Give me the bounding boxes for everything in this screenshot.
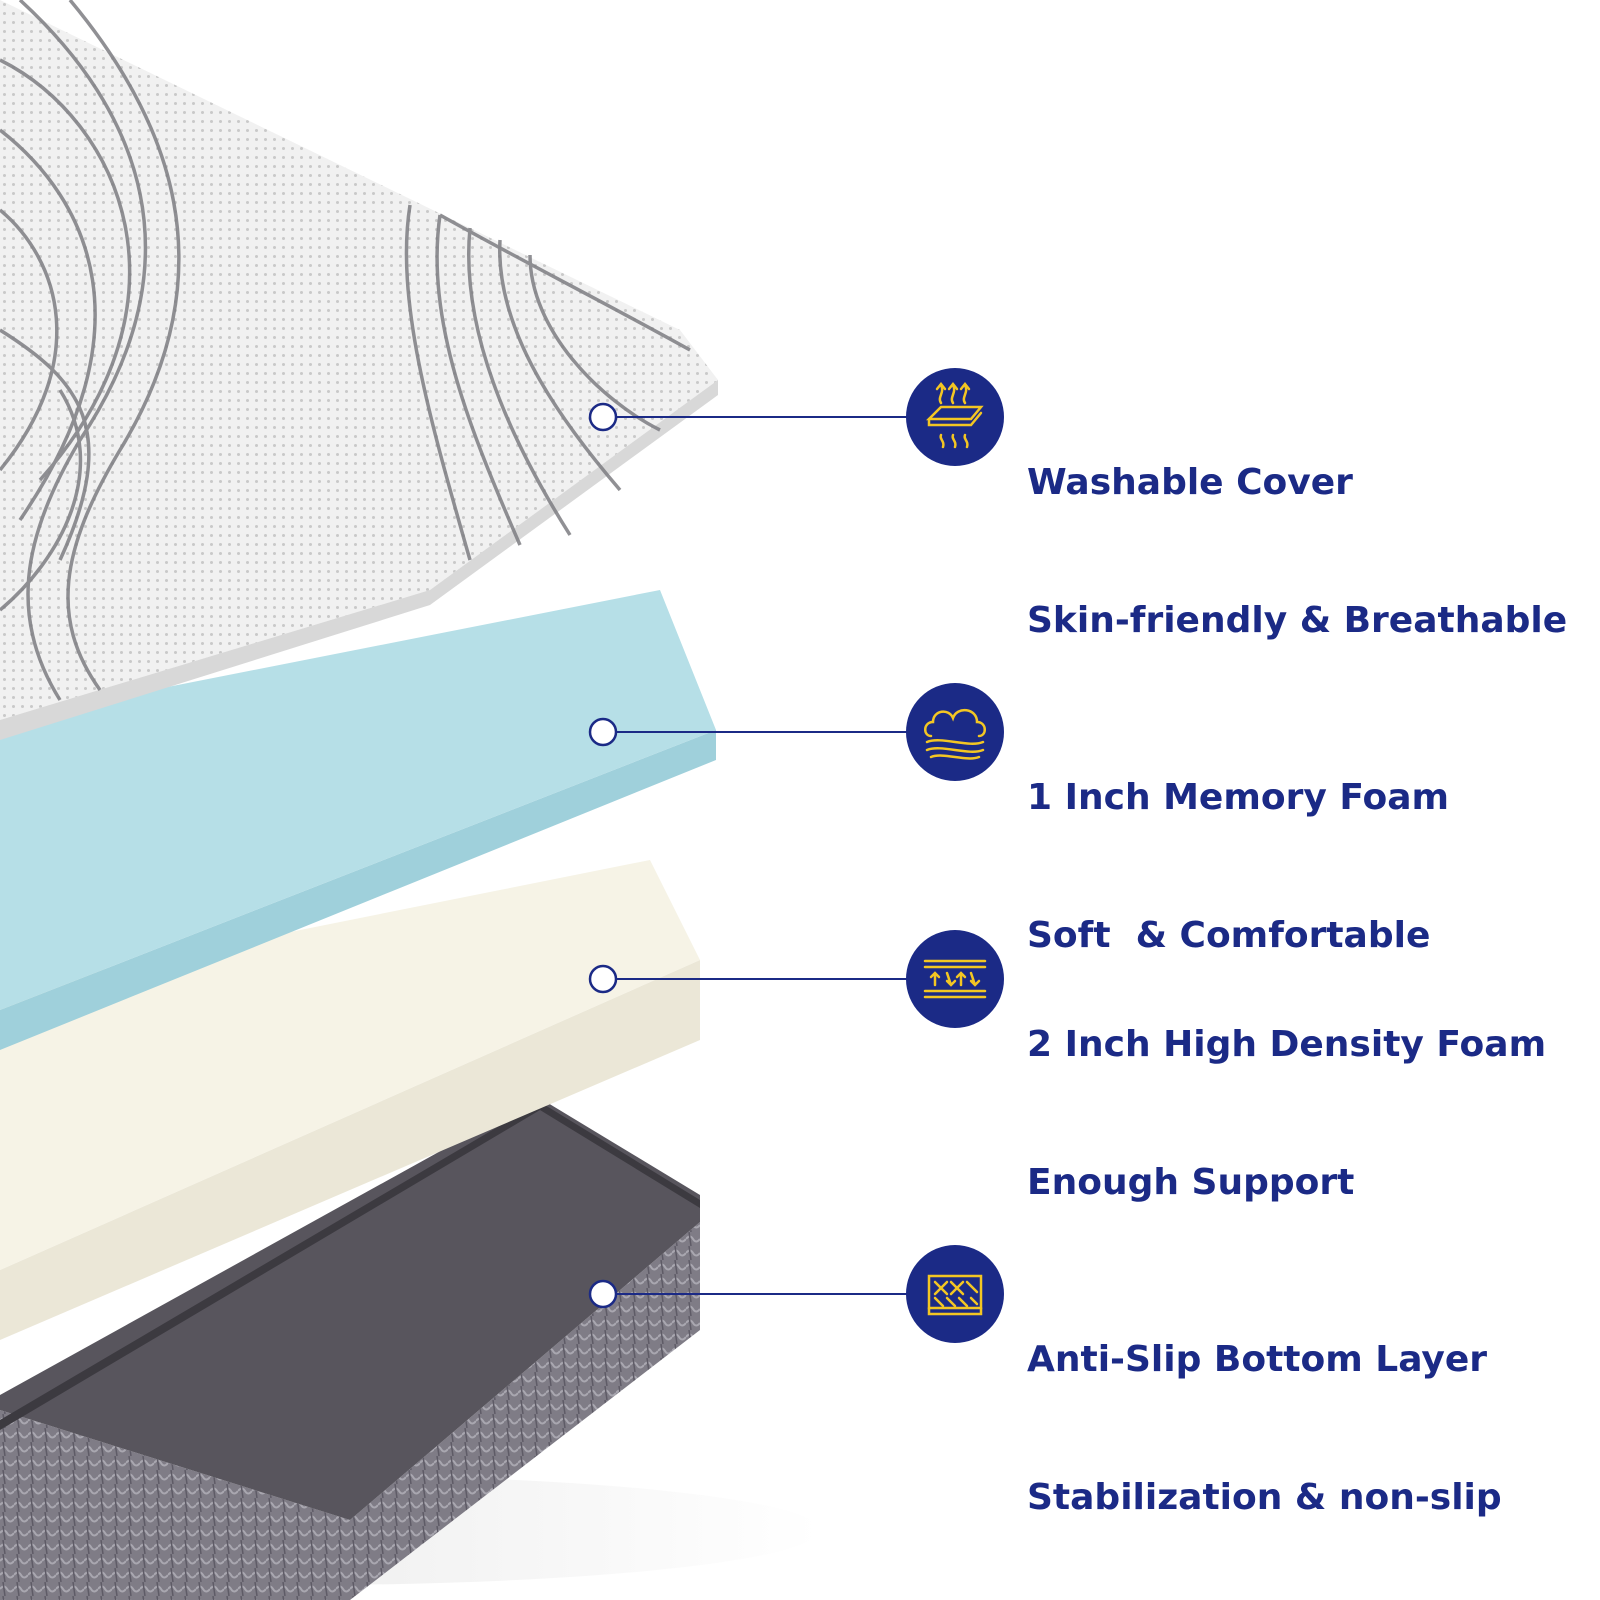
layer-marker-memory-foam: [588, 717, 618, 747]
feature-anti-slip-bottom: Anti-Slip Bottom Layer Stabilization & n…: [1027, 1245, 1502, 1567]
feature-title: 1 Inch Memory Foam: [1027, 777, 1450, 818]
anti-slip-bottom-layer: [0, 1097, 700, 1600]
feature-title: 2 Inch High Density Foam: [1027, 1024, 1547, 1065]
feature-high-density-foam: 2 Inch High Density Foam Enough Support: [1027, 930, 1546, 1252]
feature-subtitle: Skin-friendly & Breathable: [1027, 600, 1568, 641]
feature-title: Anti-Slip Bottom Layer: [1027, 1339, 1488, 1380]
feature-subtitle: Enough Support: [1027, 1162, 1355, 1203]
layer-marker-cover: [588, 402, 618, 432]
support-arrows-icon: [906, 930, 1004, 1028]
feature-subtitle: Stabilization & non-slip: [1027, 1477, 1502, 1518]
feature-memory-foam: 1 Inch Memory Foam Soft & Comfortable: [1027, 683, 1449, 1005]
memory-foam-layer: [0, 590, 716, 1050]
cloud-comfort-icon: [906, 683, 1004, 781]
callout-connectors: [588, 402, 910, 1309]
feature-subtitle: Soft & Comfortable: [1027, 915, 1431, 956]
anti-slip-pattern-icon: [906, 1245, 1004, 1343]
layer-marker-density-foam: [588, 964, 618, 994]
layer-marker-bottom: [588, 1279, 618, 1309]
washable-cover-layer: [0, 0, 718, 740]
feature-title: Washable Cover: [1027, 462, 1353, 503]
breathable-cover-icon: [906, 368, 1004, 466]
feature-washable-cover: Washable Cover Skin-friendly & Breathabl…: [1027, 368, 1567, 690]
